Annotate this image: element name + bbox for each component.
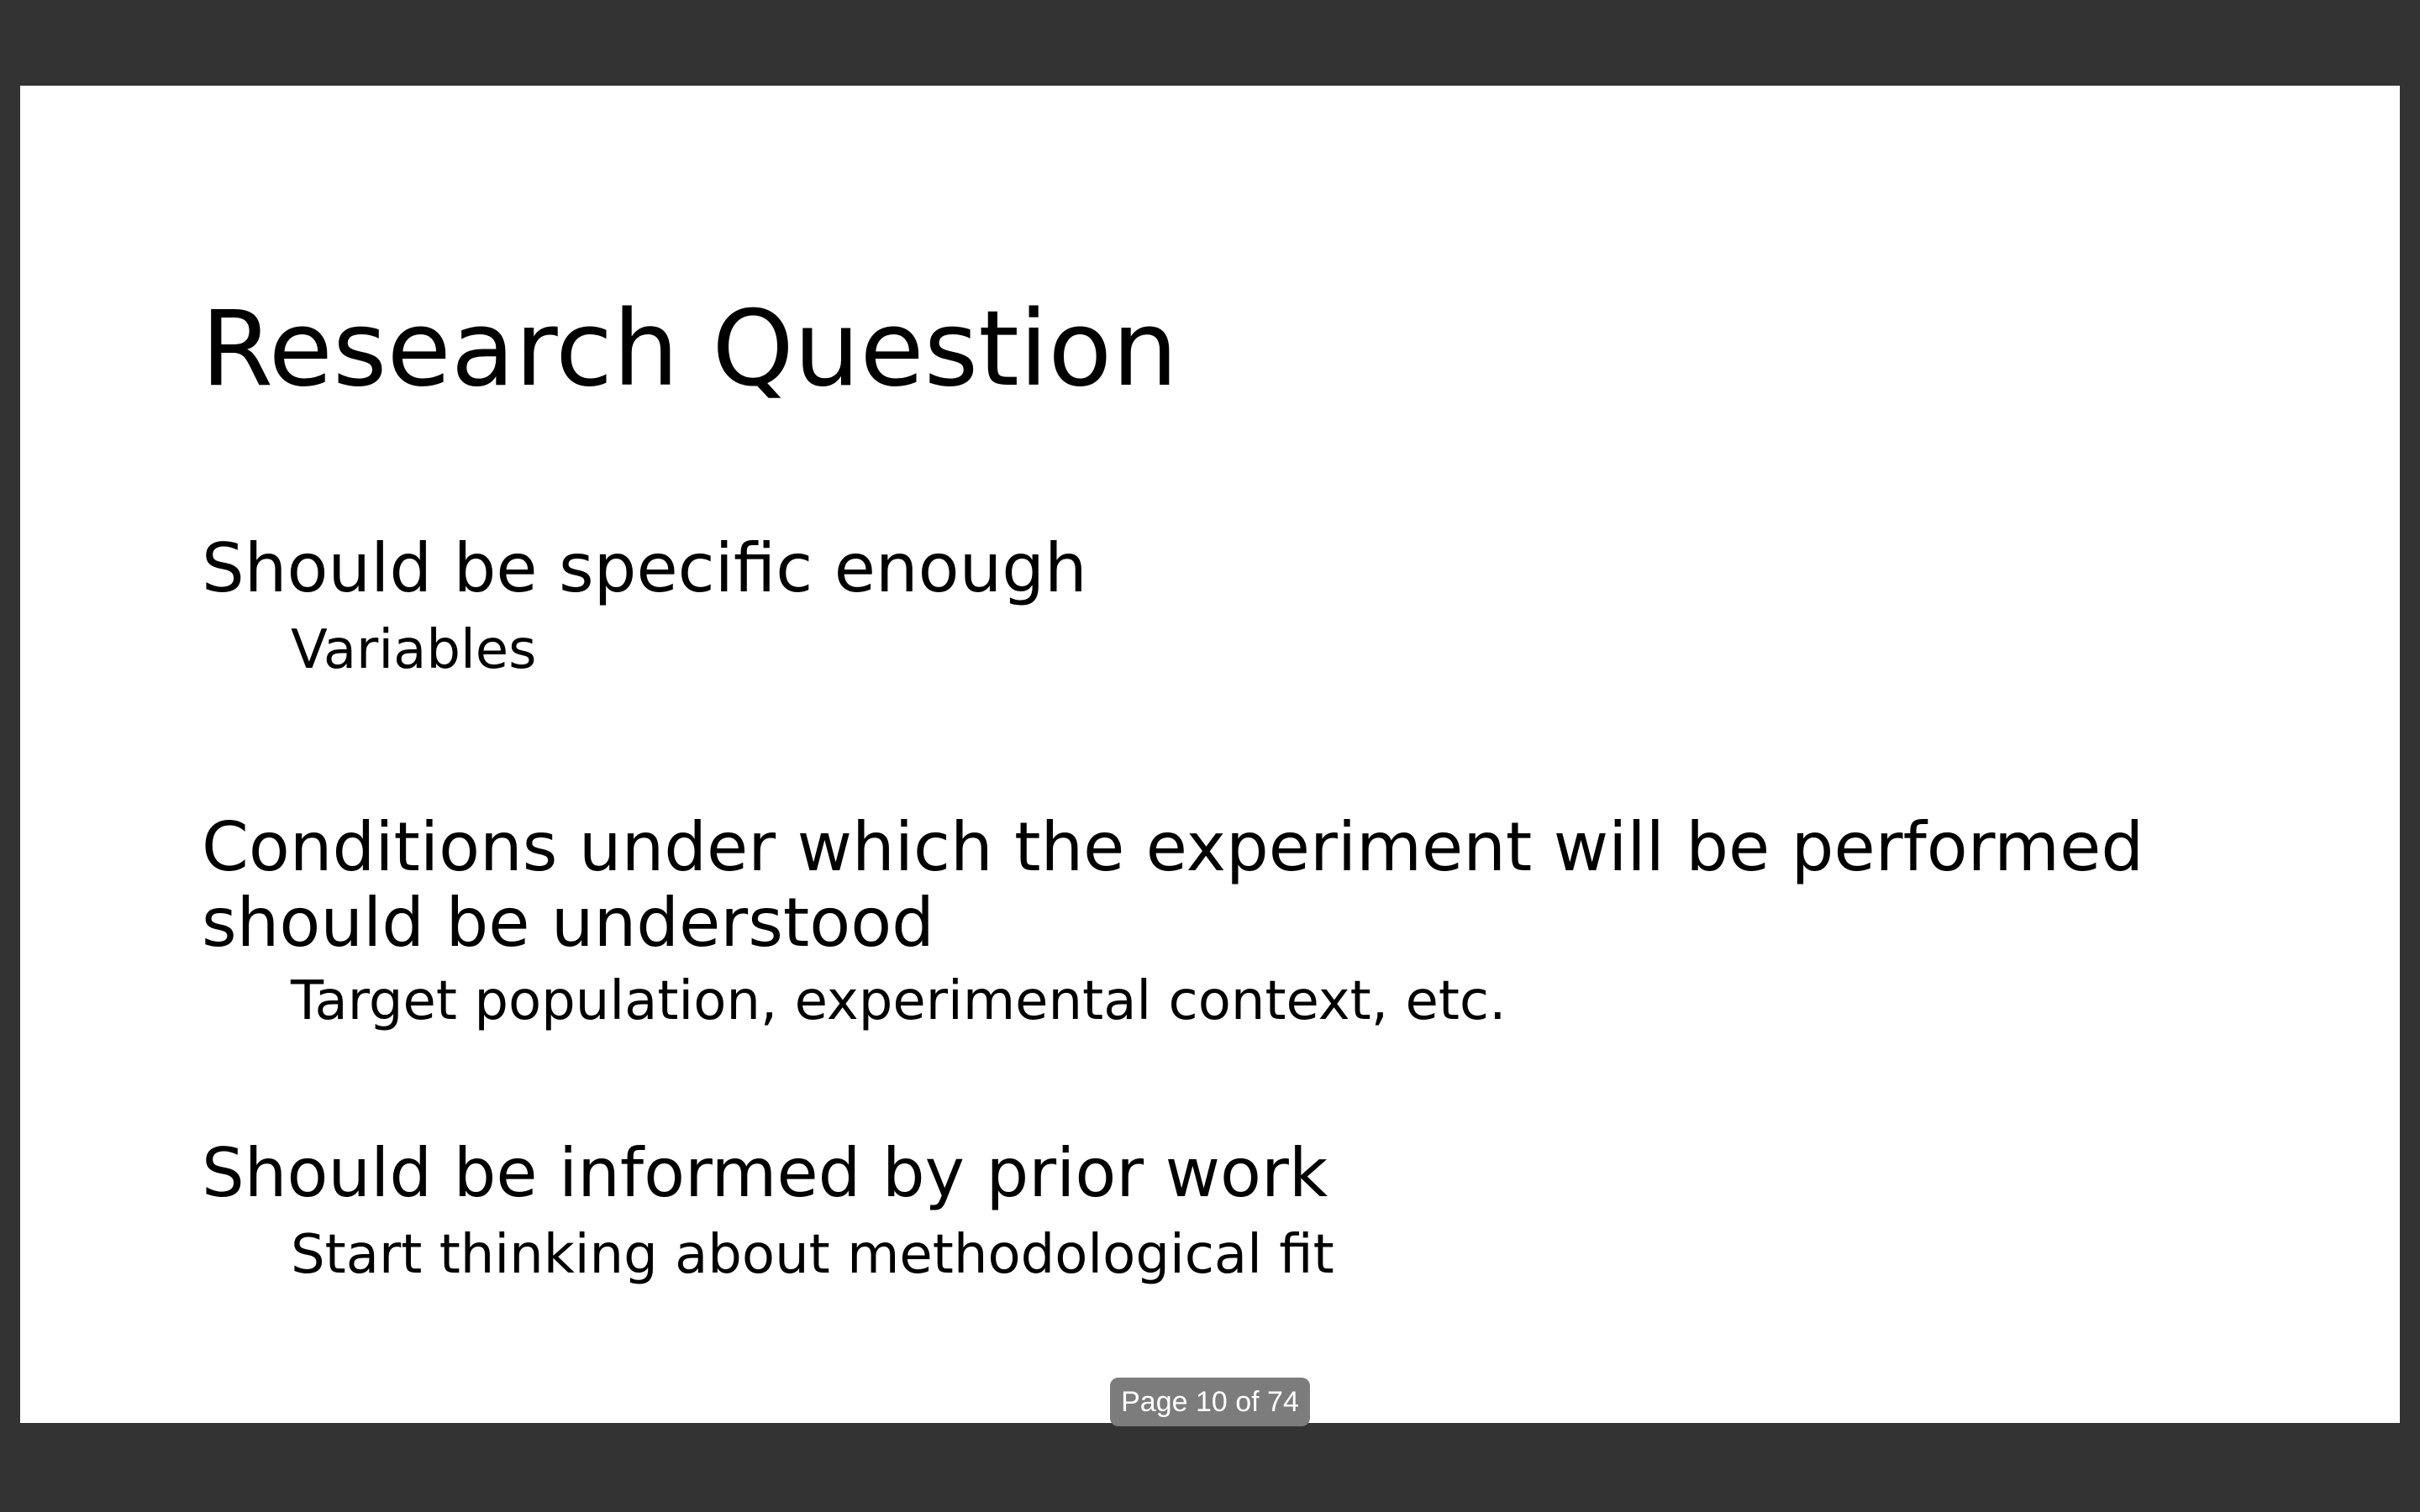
bullet-point: Should be specific enough (202, 529, 1087, 607)
sub-bullet-point: Variables (291, 619, 537, 681)
slide-page: Research Question Should be specific eno… (20, 86, 2400, 1423)
bullet-point: Should be informed by prior work (202, 1134, 1328, 1212)
slide-title: Research Question (201, 289, 1178, 410)
sub-bullet-point: Target population, experimental context,… (291, 970, 1507, 1032)
page-indicator: Page 10 of 74 (1110, 1378, 1310, 1426)
bullet-point: Conditions under which the experiment wi… (202, 808, 2144, 962)
sub-bullet-point: Start thinking about methodological fit (291, 1224, 1334, 1286)
